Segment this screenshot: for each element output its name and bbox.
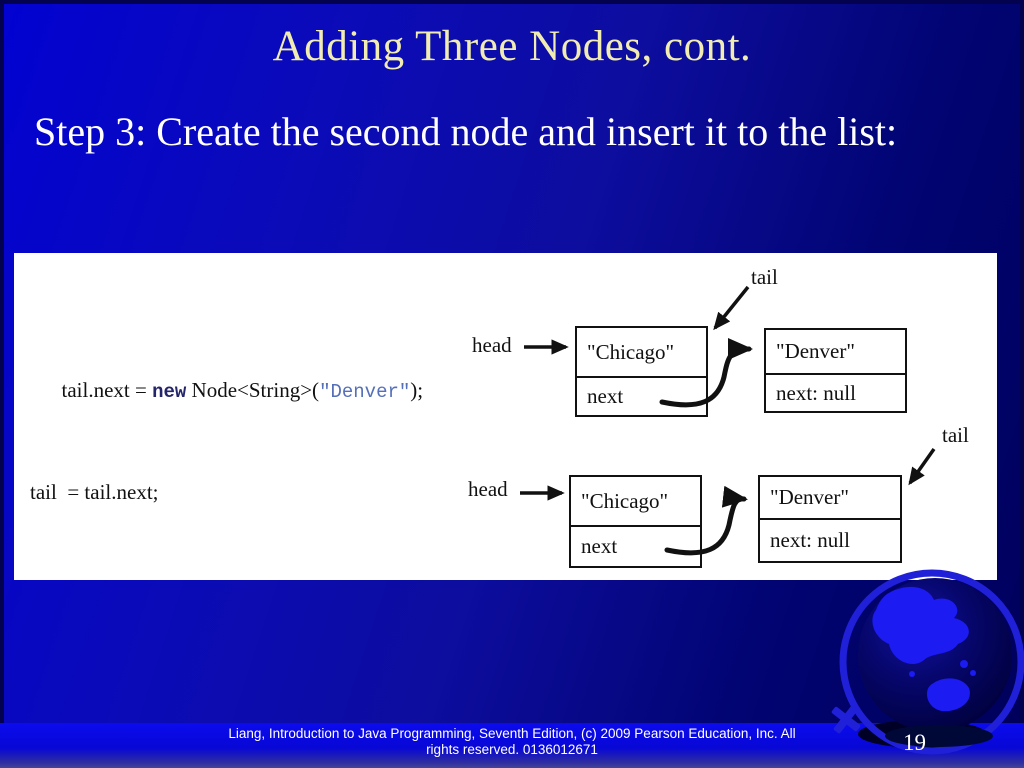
globe-base <box>885 725 993 747</box>
node-chicago-row2: "Chicago" next <box>569 475 702 568</box>
code1-keyword: new <box>152 381 187 403</box>
code-statement-1: tail.next = new Node<String>("Denver"); <box>30 353 424 428</box>
slide-title: Adding Three Nodes, cont. <box>272 23 752 70</box>
globe-axis-pin <box>831 704 861 734</box>
node-denver-row1: "Denver" next: null <box>764 328 907 413</box>
node-next-cell: next: null <box>770 528 850 552</box>
tail-label-row1: tail <box>751 265 778 289</box>
code1-pre: tail.next = <box>61 378 153 402</box>
node-chicago-row1: "Chicago" next <box>575 326 708 417</box>
node-next-cell: next <box>581 534 618 558</box>
footer-band <box>0 723 1024 768</box>
node-next-cell: next <box>587 384 624 408</box>
footer-credit: Liang, Introduction to Java Programming,… <box>0 726 1024 758</box>
node-next-cell: next: null <box>776 380 856 405</box>
node-value-cell: "Denver" <box>760 477 900 520</box>
page-number: 19 <box>903 730 926 755</box>
tail-pointer-arrow-row1 <box>713 285 750 331</box>
globe-icon <box>831 569 1024 755</box>
node-value-cell: "Denver" <box>766 330 905 375</box>
node-value-cell: "Chicago" <box>571 477 700 527</box>
node-value-cell: "Chicago" <box>577 328 706 378</box>
node-denver-row2: "Denver" next: null <box>758 475 902 563</box>
step-description: Step 3: Create the second node and inser… <box>34 109 898 154</box>
tail-pointer-arrow-row2 <box>908 447 936 486</box>
globe-continents <box>872 586 976 712</box>
code1-string: "Denver" <box>319 381 411 403</box>
head-label-row1: head <box>472 333 512 357</box>
footer-line2: rights reserved. 0136012671 <box>426 742 598 757</box>
globe-ring <box>839 569 1024 755</box>
code1-mid: Node<String>( <box>186 378 320 402</box>
head-label-row2: head <box>468 477 508 501</box>
diagram-panel: tail.next = new Node<String>("Denver"); … <box>14 253 997 580</box>
footer-line1: Liang, Introduction to Java Programming,… <box>228 726 796 741</box>
code-statement-2: tail = tail.next; <box>30 480 159 504</box>
code1-post: ); <box>410 378 424 402</box>
tail-label-row2: tail <box>942 423 969 447</box>
